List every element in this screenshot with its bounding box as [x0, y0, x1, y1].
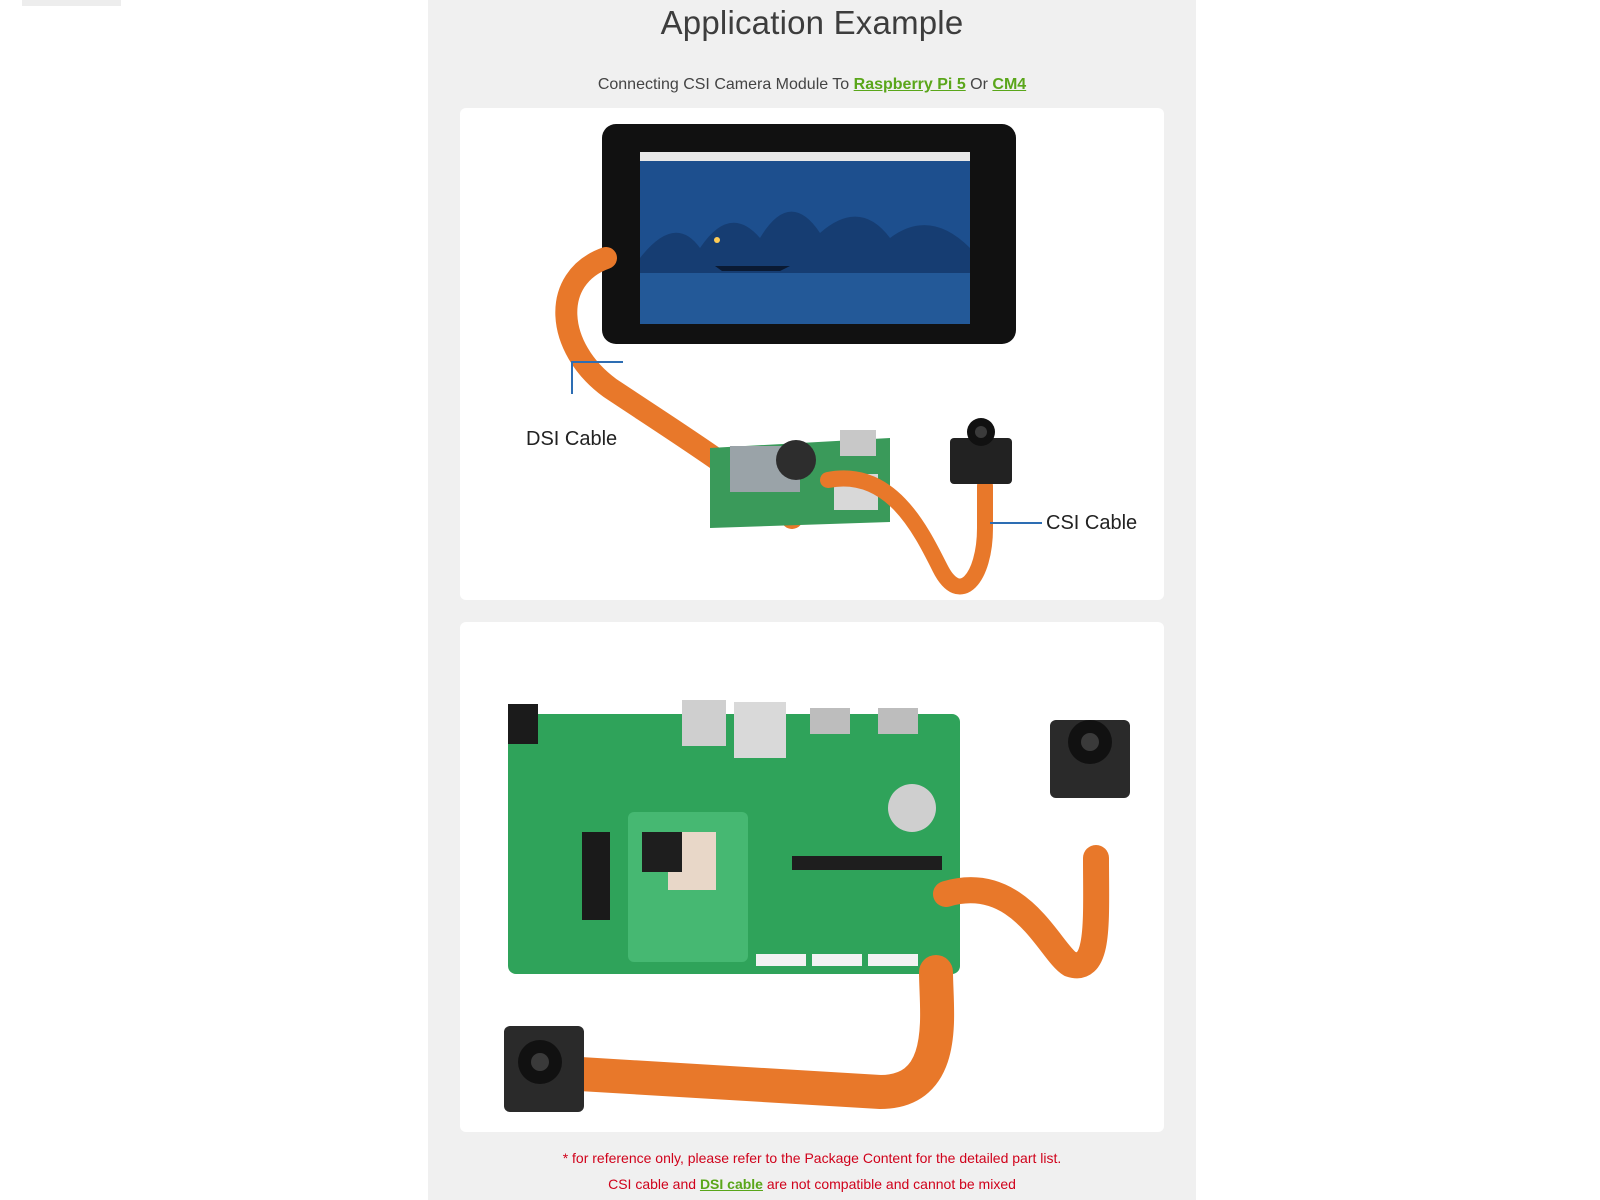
- csi-cable-bottom: [563, 955, 955, 1110]
- csi-cable-label: CSI Cable: [1046, 512, 1137, 534]
- subtitle-prefix: Connecting CSI Camera Module To: [597, 76, 854, 93]
- rtc-battery-holder: [888, 784, 936, 832]
- pcie-slot: [582, 832, 610, 920]
- subtitle-middle: Or: [965, 76, 993, 93]
- camera-lens-glass: [975, 426, 987, 438]
- hdmi0-port: [810, 708, 850, 734]
- pi5-usb-ports: [840, 430, 876, 456]
- dsi-callout-line: [571, 361, 623, 394]
- application-example-panel: Application Example Connecting CSI Camer…: [428, 0, 1196, 1200]
- pi5-display-illustration: DSI Cable CSI Cable: [526, 124, 1137, 595]
- compatibility-note: CSI cable and DSI cable are not compatib…: [428, 1176, 1196, 1192]
- camera-right-lens-glass: [1081, 733, 1099, 751]
- cm4-link[interactable]: CM4: [992, 76, 1027, 93]
- figure-cm4-io-board: [460, 622, 1164, 1132]
- cam-connector-0: [756, 954, 806, 966]
- cam-connector-1: [812, 954, 862, 966]
- compatibility-note-prefix: CSI cable and: [608, 1176, 700, 1192]
- camera-bottom-lens-glass: [531, 1053, 549, 1071]
- raspberry-pi-5-link[interactable]: Raspberry Pi 5: [853, 76, 966, 93]
- ethernet-port: [734, 702, 786, 758]
- csi-cable-right: [933, 845, 1110, 979]
- screen-lantern: [714, 237, 720, 243]
- cm4-memory-chip: [642, 832, 682, 872]
- dsi-cable-label: DSI Cable: [526, 428, 617, 450]
- csi-ribbon-cable: [820, 470, 993, 595]
- usb-ports: [682, 700, 726, 746]
- top-left-tab[interactable]: [22, 0, 121, 6]
- reference-note: * for reference only, please refer to th…: [562, 1150, 1062, 1166]
- hdmi1-port: [878, 708, 918, 734]
- disp-connector: [868, 954, 918, 966]
- screen-boat: [715, 266, 790, 271]
- pi5-fan: [776, 440, 816, 480]
- cm4-io-board-illustration: [504, 700, 1130, 1112]
- page-title: Application Example: [660, 4, 964, 41]
- gpio-header: [792, 856, 942, 870]
- camera-module-board: [950, 438, 1012, 484]
- screen-water: [640, 273, 970, 324]
- compatibility-note-suffix: are not compatible and cannot be mixed: [762, 1176, 1016, 1192]
- subtitle: Connecting CSI Camera Module To Raspberr…: [428, 76, 1196, 94]
- power-jack: [508, 704, 538, 744]
- dsi-cable-link[interactable]: DSI cable: [699, 1176, 763, 1192]
- display-taskbar: [640, 152, 970, 161]
- figure-pi5-display: DSI Cable CSI Cable: [460, 108, 1164, 600]
